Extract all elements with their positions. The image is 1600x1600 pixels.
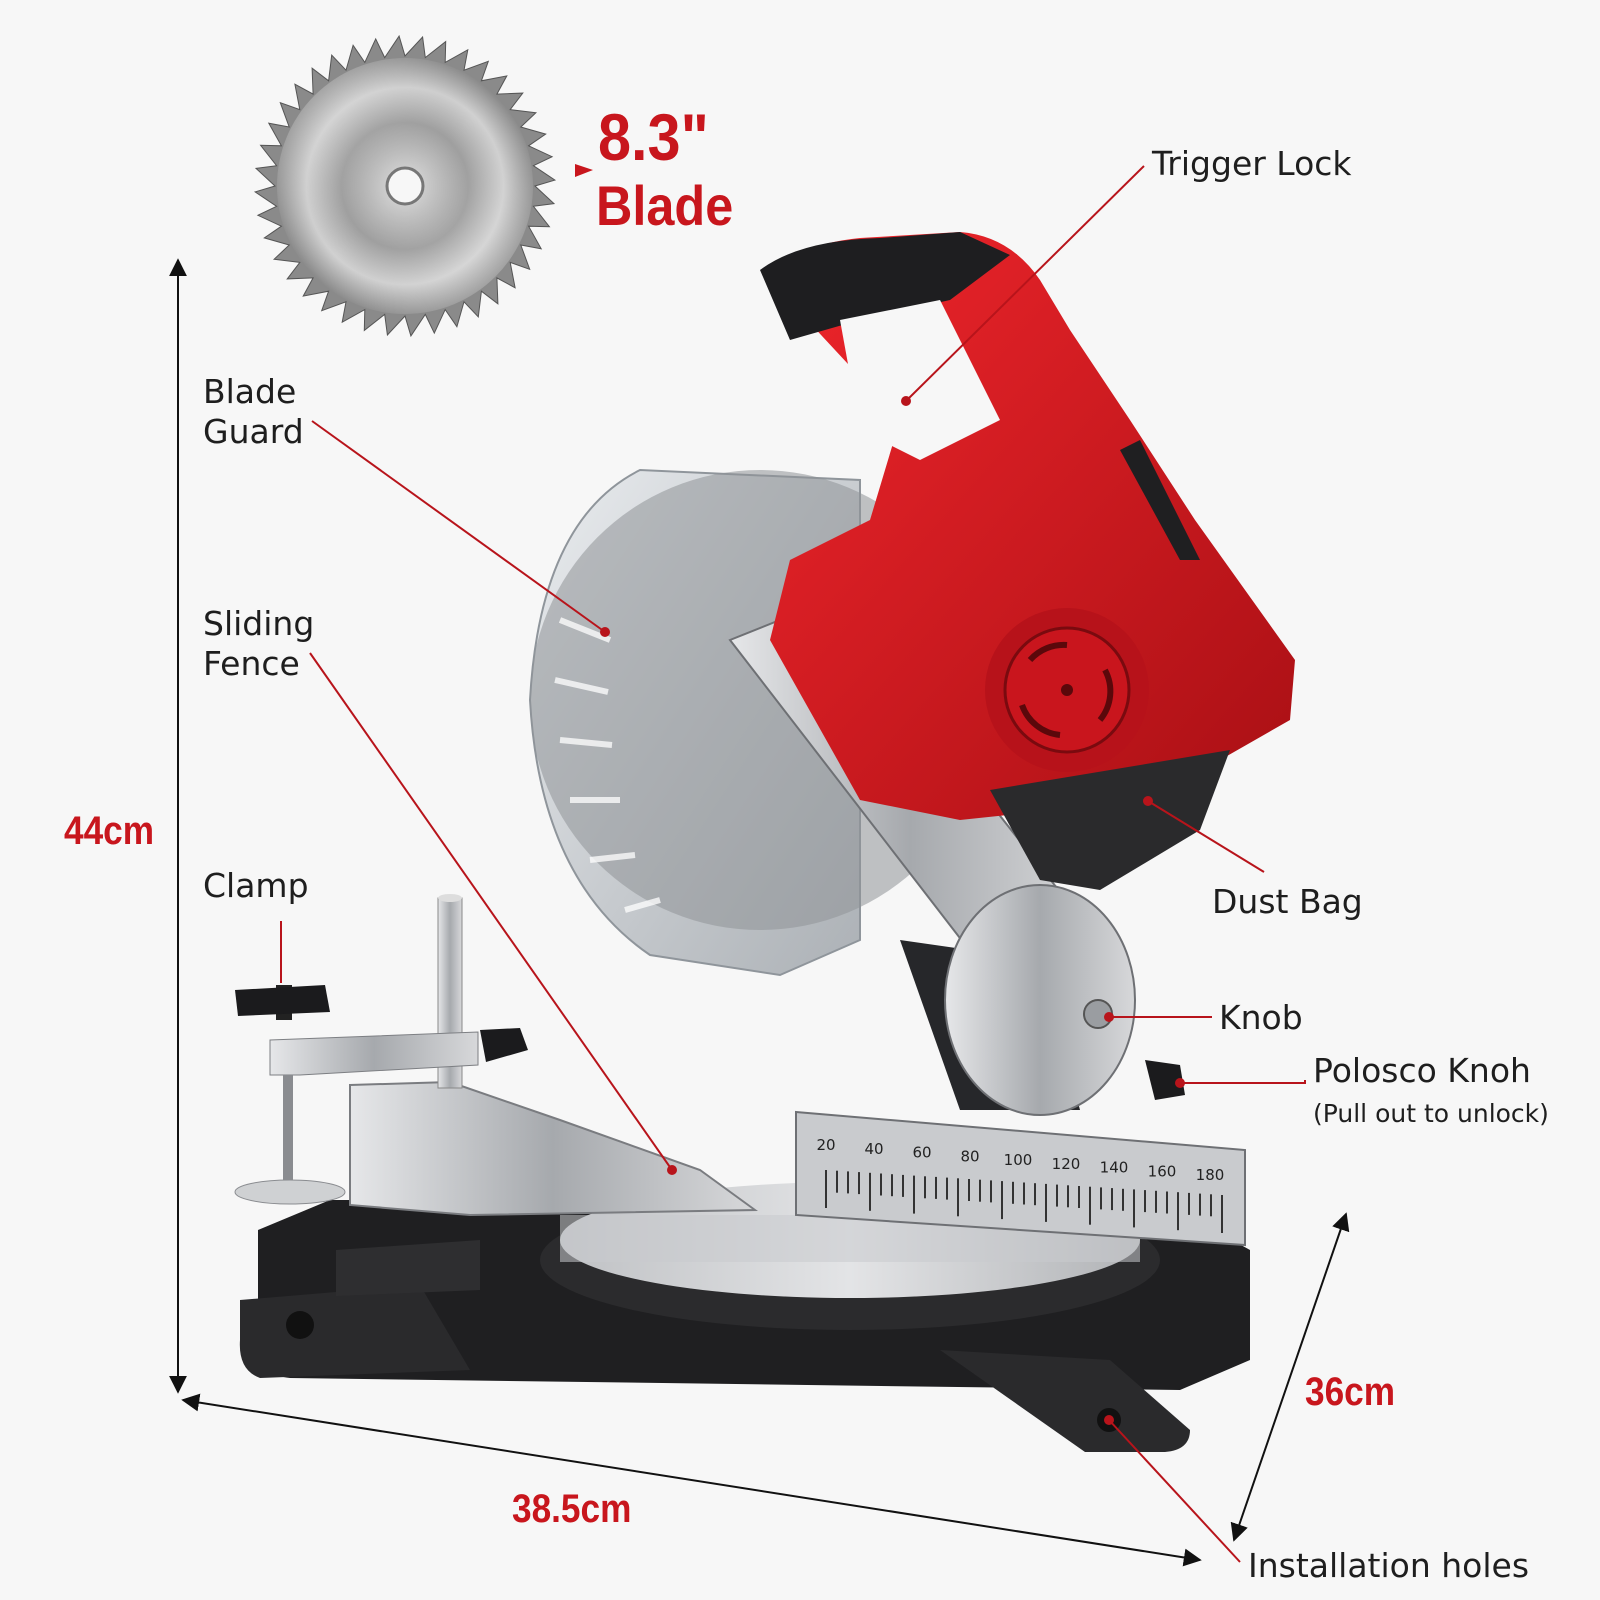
sliding-fence-label-line2: Fence [203, 644, 300, 683]
trigger-lock-label: Trigger Lock [1152, 144, 1352, 183]
scale-tick-label: 80 [960, 1147, 979, 1165]
depth-dimension-value: 36cm [1305, 1370, 1396, 1414]
height-dimension-value: 44cm [64, 809, 155, 853]
blade-guard-leader [311, 420, 606, 633]
motor-housing [760, 232, 1295, 820]
blade-size-value: 8.3" [598, 100, 709, 174]
clamp-label: Clamp [203, 866, 309, 905]
trigger-lock-leader [905, 165, 1145, 402]
scale-tick-label: 140 [1100, 1159, 1129, 1177]
sliding-fence [349, 1080, 759, 1217]
scale-tick-label: 100 [1004, 1151, 1033, 1169]
blade-icon [253, 34, 557, 338]
blade-guard-label-line2: Guard [203, 412, 304, 451]
clamp-assembly [234, 894, 528, 1205]
width-dimension-value: 38.5cm [512, 1487, 632, 1531]
leader-lines [280, 165, 1306, 1563]
sliding-fence-label-line1: Sliding [203, 604, 315, 643]
scale-tick-label: 160 [1148, 1162, 1177, 1180]
polosco-knob-shape [1145, 1060, 1185, 1100]
dust-bag [990, 750, 1230, 890]
knob-label: Knob [1219, 998, 1303, 1037]
scale-tick-label: 20 [816, 1136, 835, 1154]
scale-tick-label: 60 [912, 1144, 931, 1162]
blade-size-word: Blade [596, 174, 734, 237]
polosco-knob-label: Polosco Knoh [1313, 1051, 1531, 1090]
scale-tick-label: 120 [1052, 1155, 1081, 1173]
blade-guard-label-line1: Blade [203, 372, 297, 411]
dust-bag-label: Dust Bag [1212, 882, 1363, 921]
scale-tick-label: 180 [1196, 1166, 1225, 1184]
depth-dimension-arrow [1230, 1212, 1350, 1542]
dust-bag-leader [1147, 800, 1265, 873]
scale-tick-label: 40 [864, 1140, 883, 1158]
width-dimension-arrow [181, 1393, 1202, 1567]
sliding-fence-leader [309, 652, 673, 1171]
blade-pointer-icon [575, 164, 593, 177]
polosco-knob-leader [1180, 1080, 1306, 1084]
polosco-knob-hint: (Pull out to unlock) [1313, 1099, 1549, 1128]
installation-holes-label: Installation holes [1248, 1546, 1530, 1585]
